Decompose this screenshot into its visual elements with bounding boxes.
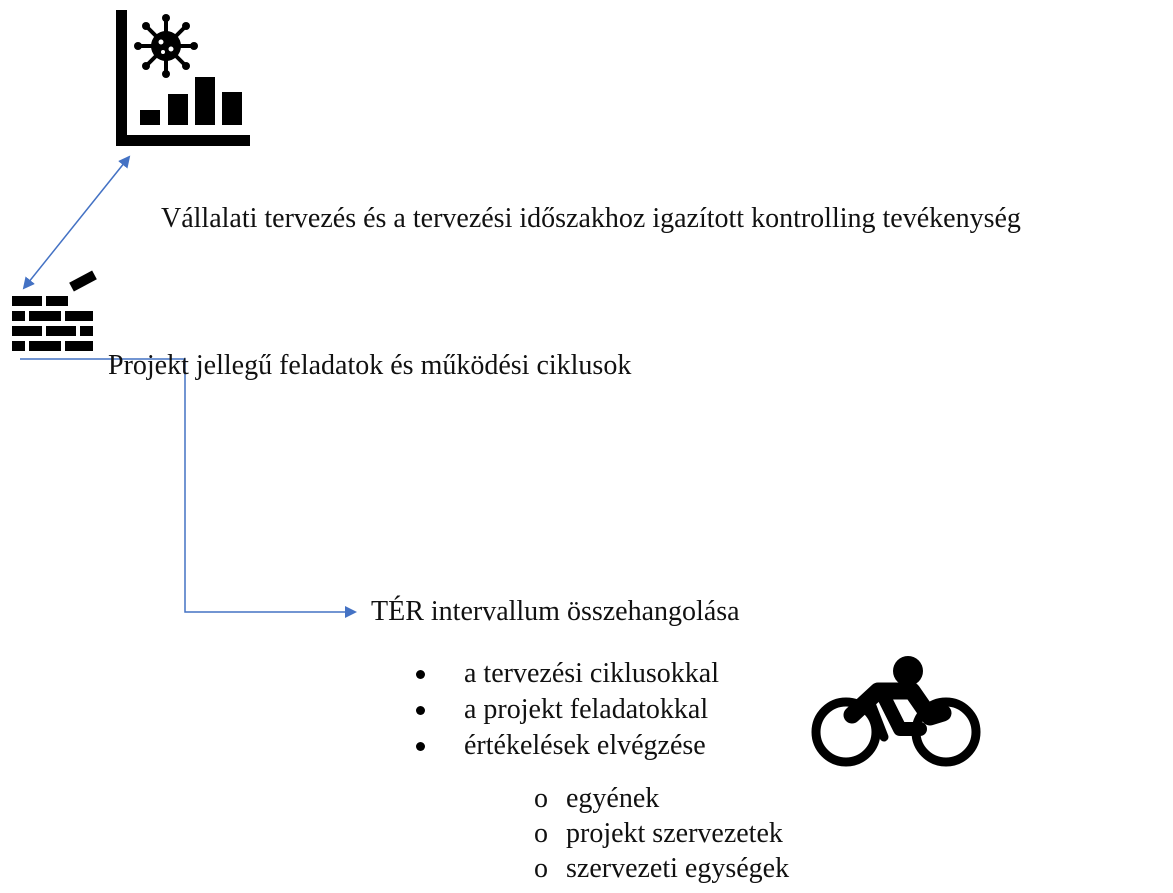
bullet-dot bbox=[416, 742, 425, 751]
sub-list-item-text: egyének bbox=[566, 783, 660, 814]
list-item-text: a projekt feladatokkal bbox=[464, 694, 709, 725]
sub-bullet-marker: o bbox=[534, 818, 548, 849]
cyclist-icon bbox=[811, 656, 981, 767]
sub-list-item-text: szervezeti egységek bbox=[566, 853, 790, 884]
ter-heading: TÉR intervallum összehangolása bbox=[371, 596, 740, 627]
bullet-dot bbox=[416, 670, 425, 679]
virus-chart-icon bbox=[116, 10, 250, 146]
double-arrow-connector bbox=[22, 155, 131, 290]
sub-bullet-marker: o bbox=[534, 783, 548, 814]
sub-bullet-marker: o bbox=[534, 853, 548, 884]
elbow-arrow-connector bbox=[20, 358, 357, 618]
list-item-text: értékelések elvégzése bbox=[464, 730, 706, 761]
planning-headline: Vállalati tervezés és a tervezési idősza… bbox=[161, 203, 1021, 234]
brick-wall-icon bbox=[12, 270, 97, 351]
bullet-dot bbox=[416, 706, 425, 715]
list-item-text: a tervezési ciklusokkal bbox=[464, 658, 720, 689]
project-tasks-label: Projekt jellegű feladatok és működési ci… bbox=[108, 350, 632, 381]
sub-list-item-text: projekt szervezetek bbox=[566, 818, 783, 849]
